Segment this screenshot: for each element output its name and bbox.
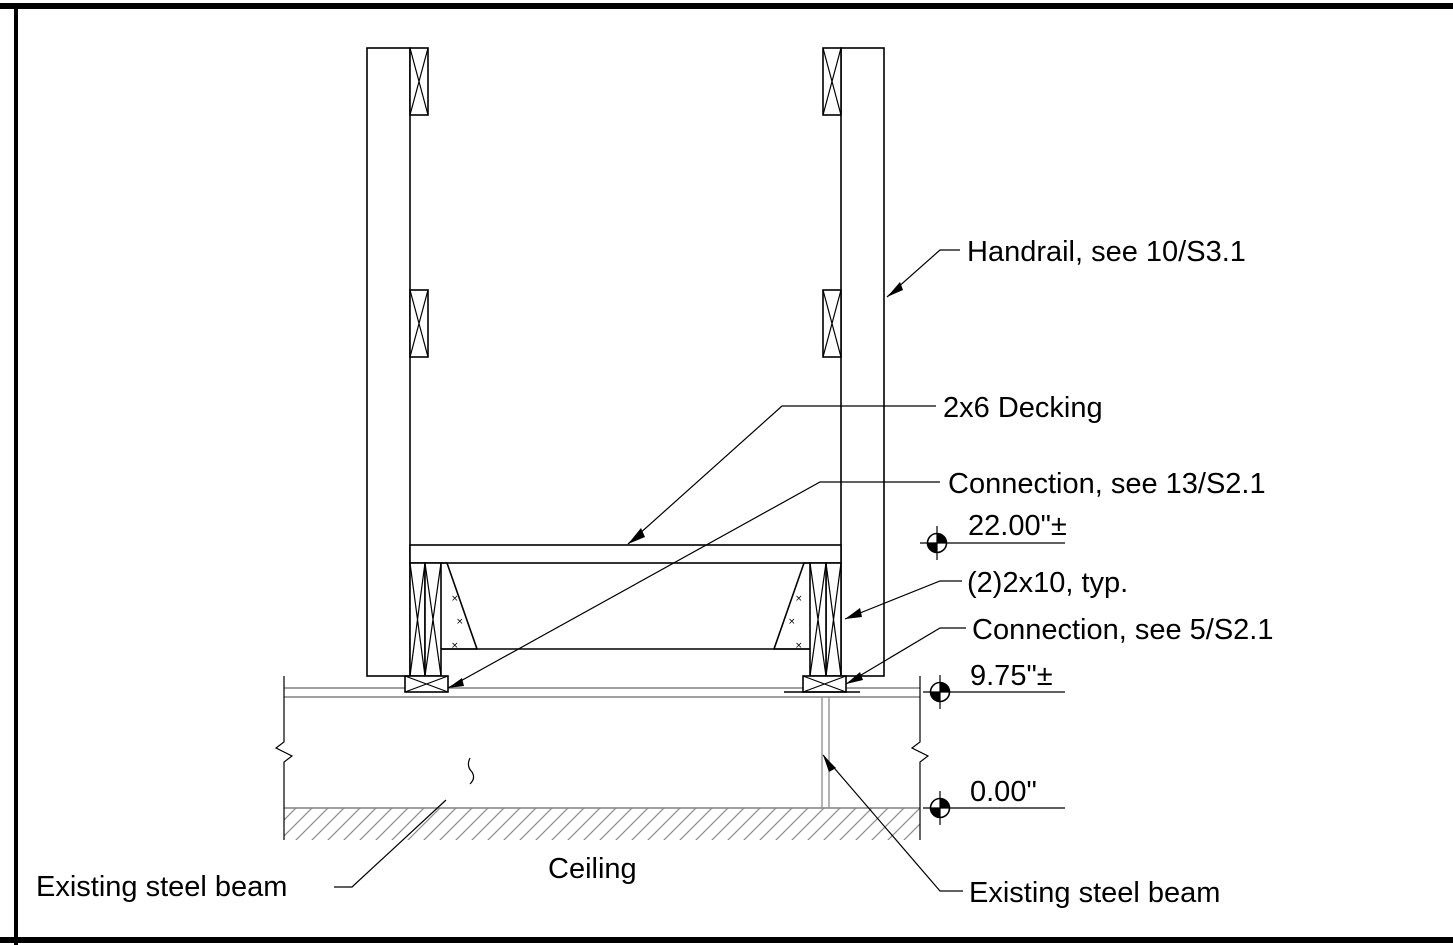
sheet-border [0, 3, 1453, 945]
svg-text:×: × [795, 594, 803, 604]
svg-text:×: × [788, 617, 796, 627]
svg-text:×: × [456, 617, 464, 627]
elevation-top-of-beam: 9.75"± [970, 660, 1053, 692]
break-line-right [910, 676, 930, 840]
label-existing-beam-left: Existing steel beam [36, 871, 287, 903]
label-joists: (2)2x10, typ. [967, 567, 1128, 599]
break-line-left [274, 676, 294, 840]
elevation-base: 0.00" [970, 776, 1037, 808]
label-ceiling: Ceiling [548, 853, 637, 885]
decking-and-joists: × × × × × × [404, 544, 860, 693]
label-existing-beam-right: Existing steel beam [969, 877, 1220, 909]
svg-text:×: × [451, 641, 459, 651]
svg-text:×: × [451, 594, 459, 604]
existing-structure [274, 676, 930, 840]
deck-board [409, 544, 842, 564]
elevation-marker-22 [920, 526, 1065, 560]
label-decking: 2x6 Decking [943, 392, 1103, 424]
handrail-right [822, 47, 885, 677]
elevation-top-of-deck: 22.00"± [968, 510, 1067, 542]
label-connection-5: Connection, see 5/S2.1 [972, 614, 1273, 646]
label-connection-13: Connection, see 13/S2.1 [948, 468, 1266, 500]
elevation-marker-975 [923, 675, 1065, 709]
handrail-left [366, 47, 429, 677]
ceiling-hatch [284, 808, 920, 840]
svg-text:×: × [795, 641, 803, 651]
leaders [334, 249, 966, 892]
label-handrail: Handrail, see 10/S3.1 [967, 236, 1246, 268]
elevation-marker-0 [923, 791, 1065, 825]
beam-section-mark [467, 757, 475, 785]
